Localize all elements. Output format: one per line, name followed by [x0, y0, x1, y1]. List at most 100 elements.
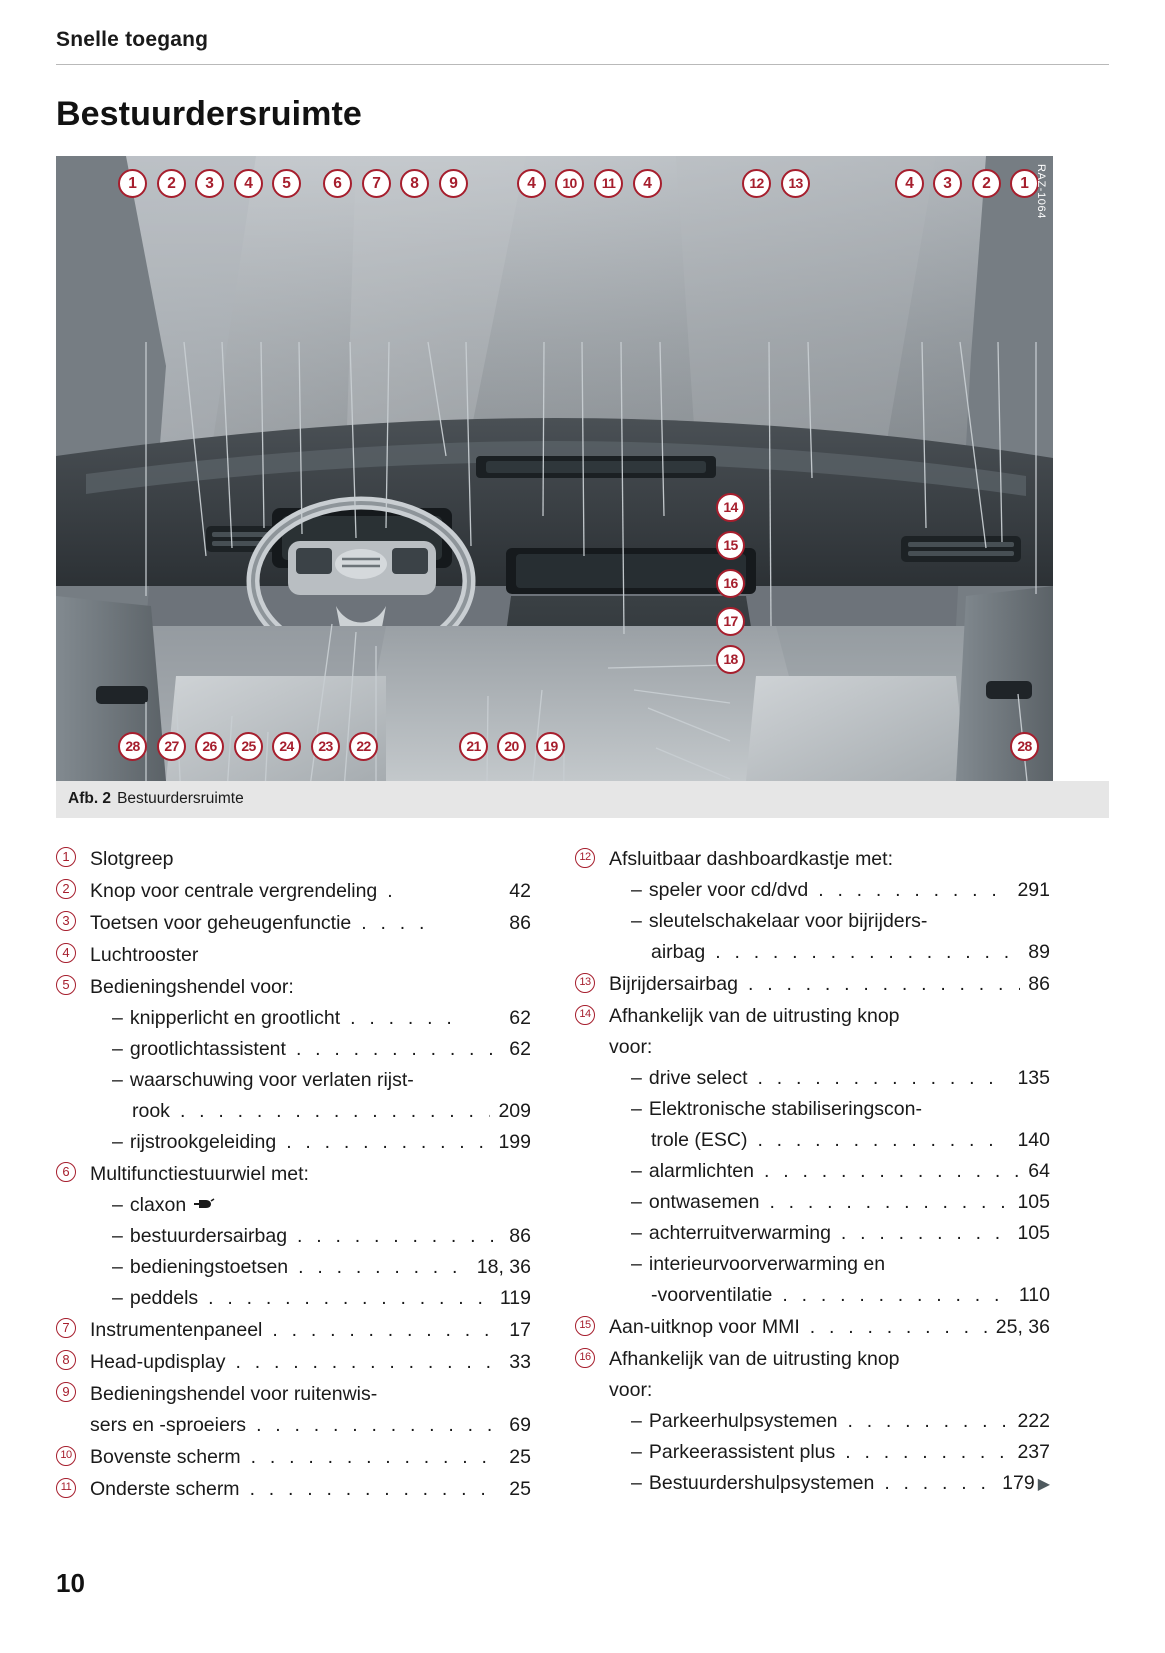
callout-4c[interactable]: 4 [633, 169, 662, 198]
reference-page-number[interactable]: 105 [1017, 1191, 1050, 1213]
reference-page-number[interactable]: 33 [509, 1351, 531, 1373]
sub-item-dash: – [631, 1191, 642, 1213]
reference-page-number[interactable]: 17 [509, 1319, 531, 1341]
callout-19[interactable]: 19 [536, 732, 565, 761]
reference-page-number[interactable]: 69 [509, 1414, 531, 1436]
reference-page-number[interactable]: 86 [509, 1225, 531, 1247]
leader-dots: . . . . . . . . . . . . . . . [235, 1351, 502, 1373]
legend-line: Onderste scherm. . . . . . . . . . . . .… [90, 1474, 531, 1505]
reference-page-number[interactable]: 62 [509, 1038, 531, 1060]
legend-label: sers en -sproeiers [90, 1414, 247, 1436]
sub-item-dash: – [631, 1410, 642, 1432]
legend-line: airbag. . . . . . . . . . . . . . . . . … [609, 937, 1050, 968]
callout-28b[interactable]: 28 [1010, 732, 1039, 761]
callout-11[interactable]: 11 [594, 169, 623, 198]
callout-1b[interactable]: 1 [1010, 169, 1039, 198]
reference-page-number[interactable]: 89 [1028, 941, 1050, 963]
callout-4d[interactable]: 4 [895, 169, 924, 198]
callout-1[interactable]: 1 [118, 169, 147, 198]
sub-item-dash: – [112, 1194, 123, 1216]
callout-15[interactable]: 15 [716, 531, 745, 560]
callout-20[interactable]: 20 [497, 732, 526, 761]
callout-2[interactable]: 2 [157, 169, 186, 198]
figure-code: RAZ-1064 [1035, 164, 1047, 219]
figure-caption-text: Bestuurdersruimte [117, 790, 244, 807]
leader-dots: . . . . . . . . . . . . [297, 1225, 502, 1247]
legend-entry-body: Bedieningshendel voor:–knipperlicht en g… [90, 972, 531, 1158]
leader-dots: . . . . . . . . . . . . [818, 879, 1009, 901]
callout-2b[interactable]: 2 [972, 169, 1001, 198]
reference-page-number[interactable]: 135 [1017, 1067, 1050, 1089]
callout-number-badge: 1 [56, 847, 76, 867]
reference-page-number[interactable]: 25 [509, 1478, 531, 1500]
legend-label: knipperlicht en grootlicht [129, 1007, 341, 1029]
legend-line: Bedieningshendel voor: [90, 972, 531, 1003]
continuation-arrow-icon: ▶ [1037, 1476, 1050, 1493]
reference-page-number[interactable]: 25, 36 [995, 1316, 1050, 1338]
reference-page-number[interactable]: 291 [1017, 879, 1050, 901]
callout-6[interactable]: 6 [323, 169, 352, 198]
legend-entry-body: Bijrijdersairbag. . . . . . . . . . . . … [609, 969, 1050, 1000]
callout-5[interactable]: 5 [272, 169, 301, 198]
callout-26[interactable]: 26 [195, 732, 224, 761]
reference-page-number[interactable]: 64 [1028, 1160, 1050, 1182]
callout-24[interactable]: 24 [272, 732, 301, 761]
legend-entry-number: 7 [56, 1315, 90, 1338]
legend-entry-body: Instrumentenpaneel. . . . . . . . . . . … [90, 1315, 531, 1346]
leader-dots: . . . . . . . . . . . . [298, 1256, 469, 1278]
legend-entry-body: Aan-uitknop voor MMI. . . . . . . . . .2… [609, 1312, 1050, 1343]
callout-27[interactable]: 27 [157, 732, 186, 761]
legend-entry-body: Afsluitbaar dashboardkastje met:–speler … [609, 844, 1050, 968]
reference-page-number[interactable]: 86 [1028, 973, 1050, 995]
leader-dots: . . . . . . . . . . . . . . . [250, 1446, 502, 1468]
reference-page-number[interactable]: 222 [1017, 1410, 1050, 1432]
legend-entry-number: 12 [575, 844, 609, 868]
reference-page-number[interactable]: 119 [499, 1287, 531, 1309]
callout-7[interactable]: 7 [362, 169, 391, 198]
callout-16[interactable]: 16 [716, 569, 745, 598]
callout-14[interactable]: 14 [716, 493, 745, 522]
reference-page-number[interactable]: 209 [498, 1100, 531, 1122]
legend-label: Elektronische stabiliseringscon- [648, 1098, 922, 1120]
callout-10[interactable]: 10 [555, 169, 584, 198]
reference-page-number[interactable]: 62 [509, 1007, 531, 1029]
callout-28[interactable]: 28 [118, 732, 147, 761]
callout-4b[interactable]: 4 [517, 169, 546, 198]
callout-22[interactable]: 22 [349, 732, 378, 761]
callout-12[interactable]: 12 [742, 169, 771, 198]
callout-23[interactable]: 23 [311, 732, 340, 761]
callout-3b[interactable]: 3 [933, 169, 962, 198]
callout-17[interactable]: 17 [716, 607, 745, 636]
reference-page-number[interactable]: 179 [1002, 1472, 1035, 1494]
callout-18[interactable]: 18 [716, 645, 745, 674]
reference-page-number[interactable]: 110 [1018, 1284, 1050, 1306]
reference-page-number[interactable]: 140 [1017, 1129, 1050, 1151]
legend-line: voor: [609, 1032, 1050, 1063]
callout-3[interactable]: 3 [195, 169, 224, 198]
callout-13[interactable]: 13 [781, 169, 810, 198]
reference-page-number[interactable]: 105 [1017, 1222, 1050, 1244]
reference-page-number[interactable]: 25 [509, 1446, 531, 1468]
reference-page-number[interactable]: 18, 36 [476, 1256, 531, 1278]
callout-25[interactable]: 25 [234, 732, 263, 761]
legend-line: Bedieningshendel voor ruitenwis- [90, 1379, 531, 1410]
sub-item-dash: – [631, 1067, 642, 1089]
reference-page-number[interactable]: 42 [509, 880, 531, 902]
sub-item-dash: – [112, 1038, 123, 1060]
reference-page-number[interactable]: 86 [509, 912, 531, 934]
callout-9[interactable]: 9 [439, 169, 468, 198]
reference-page-number[interactable]: 237 [1017, 1441, 1050, 1463]
callout-8[interactable]: 8 [400, 169, 429, 198]
callout-21[interactable]: 21 [459, 732, 488, 761]
reference-page-number[interactable]: 199 [498, 1131, 531, 1153]
legend-line: –knipperlicht en grootlicht. . . . . .62 [90, 1003, 531, 1034]
legend-line: –achterruitverwarming. . . . . . . . .10… [609, 1218, 1050, 1249]
legend-entry-body: Multifunctiestuurwiel met:–claxon–bestuu… [90, 1159, 531, 1314]
leader-dots: . . . . . . . . . . . . . . . . [769, 1191, 1010, 1213]
callout-4[interactable]: 4 [234, 169, 263, 198]
